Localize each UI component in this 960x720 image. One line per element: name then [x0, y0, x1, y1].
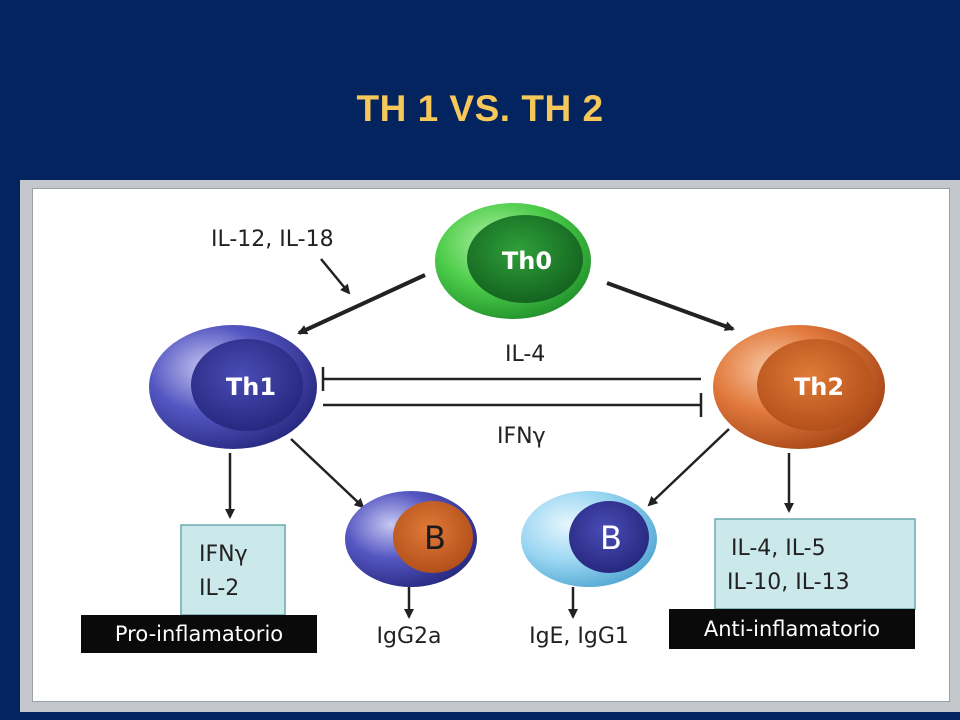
th1-product-1: IFNγ: [199, 542, 248, 567]
ifng-label: IFNγ: [497, 424, 546, 449]
b-cell-right: B: [521, 491, 657, 587]
antibody-right-label: IgE, IgG1: [529, 624, 629, 649]
th1-cell: Th1: [149, 325, 317, 449]
th2-label: Th2: [794, 373, 844, 401]
th1-to-b-arrow: [290, 438, 365, 509]
th2-to-b-arrow: [647, 428, 730, 507]
il12-arrow: [320, 258, 351, 295]
antibody-left-label: IgG2a: [377, 624, 442, 649]
anti-inflammatory-tag: Anti-inflamatorio: [669, 609, 915, 649]
th1-product-2: IL-2: [199, 576, 239, 601]
pro-inflammatory-label: Pro-inflamatorio: [115, 622, 283, 646]
slide-title: TH 1 VS. TH 2: [356, 88, 604, 129]
b-cell-left: B: [345, 491, 477, 587]
th2-products-box: IL-4, IL-5 IL-10, IL-13: [714, 518, 916, 610]
b-cell-left-label: B: [424, 519, 446, 557]
diagram-panel: Th0 IL-12, IL-18 Th1 Th2 IL-4: [20, 180, 960, 712]
th1-products-box: IFNγ IL-2: [180, 524, 286, 616]
th0-label: Th0: [502, 247, 552, 275]
th0-to-th2-arrow: [606, 281, 735, 331]
pro-inflammatory-tag: Pro-inflamatorio: [81, 615, 317, 653]
th2-product-1: IL-4, IL-5: [731, 536, 826, 561]
il4-label: IL-4: [505, 342, 545, 367]
anti-inflammatory-label: Anti-inflamatorio: [704, 617, 880, 641]
th1-label: Th1: [226, 373, 276, 401]
il12-il18-label: IL-12, IL-18: [211, 227, 334, 252]
th0-cell: Th0: [435, 203, 591, 319]
b-cell-right-label: B: [600, 519, 622, 557]
th0-to-th1-arrow: [297, 273, 426, 335]
th2-product-2: IL-10, IL-13: [727, 570, 850, 595]
diagram-canvas: Th0 IL-12, IL-18 Th1 Th2 IL-4: [32, 188, 950, 702]
th2-cell: Th2: [713, 325, 885, 449]
